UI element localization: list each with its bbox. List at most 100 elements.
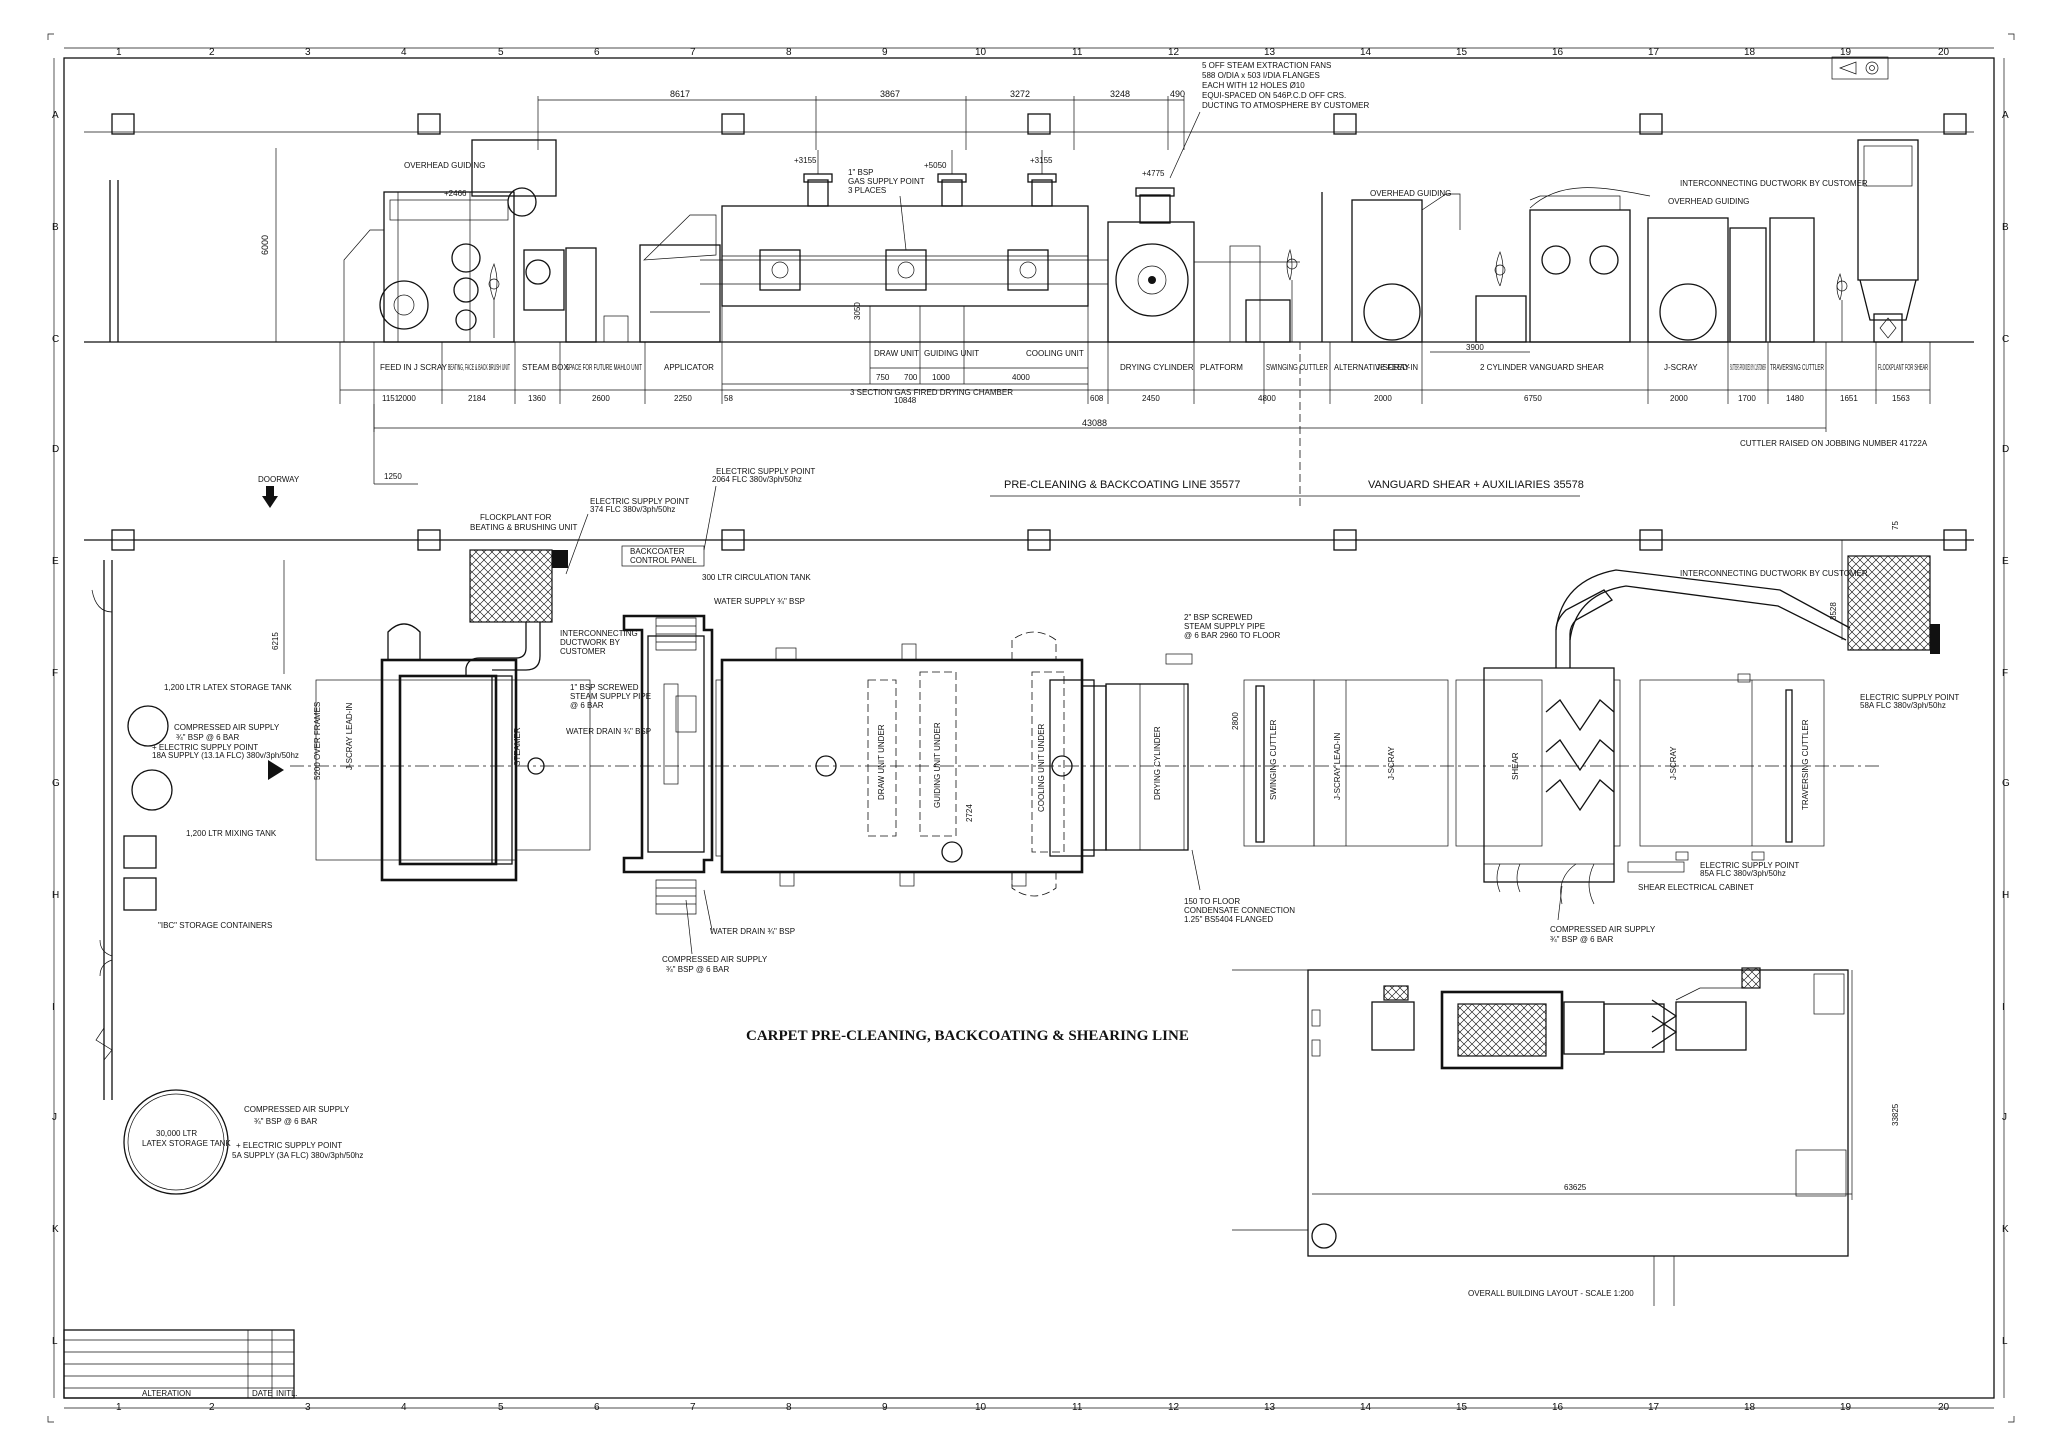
interconnecting-label: INTERCONNECTING DUCTWORK BY CUSTOMER bbox=[1680, 569, 1868, 578]
dim: 1480 bbox=[1786, 394, 1804, 403]
applicator-elevation bbox=[565, 214, 721, 343]
compressed-air-label: ¾" BSP @ 6 BAR bbox=[666, 965, 730, 974]
col-label: 7 bbox=[690, 1402, 696, 1413]
level-mark: +5050 bbox=[924, 161, 947, 170]
row-label: F bbox=[2002, 668, 2008, 679]
steam-pipe-label: 1" BSP SCREWED bbox=[570, 683, 639, 692]
level-mark: +4775 bbox=[1142, 169, 1165, 178]
interconnecting-label: CUSTOMER bbox=[560, 647, 606, 656]
row-label: F bbox=[52, 668, 58, 679]
dim-3528: 3528 bbox=[1829, 602, 1838, 620]
dim-3272: 3272 bbox=[1010, 89, 1030, 99]
dim-75: 75 bbox=[1891, 521, 1900, 530]
col-label: 9 bbox=[882, 1402, 888, 1413]
feed-direction-arrow bbox=[242, 760, 284, 780]
condensate-label: 150 TO FLOOR bbox=[1184, 897, 1240, 906]
compressed-air-label: COMPRESSED AIR SUPPLY bbox=[662, 955, 768, 964]
dim: 10848 bbox=[894, 396, 917, 405]
row-label: C bbox=[52, 334, 59, 345]
unit-label: PLATFORM bbox=[1200, 363, 1243, 372]
beating-unit-elevation: OVERHEAD GUIDING +2466 bbox=[343, 139, 565, 343]
steam-pipe-label: STEAM SUPPLY PIPE bbox=[570, 692, 651, 701]
col-label: 13 bbox=[1264, 1402, 1276, 1413]
big-latex-tank bbox=[123, 1089, 229, 1195]
dim: 2450 bbox=[1142, 394, 1160, 403]
water-drain-label: WATER DRAIN ¾" BSP bbox=[566, 727, 651, 736]
fan-note-line: 588 O/DIA x 503 I/DIA FLANGES bbox=[1202, 71, 1320, 80]
interconnecting-label: INTERCONNECTING DUCTWORK BY CUSTOMER bbox=[1680, 179, 1868, 188]
dim-overall: 43088 bbox=[1082, 418, 1107, 428]
flockplant-label: FLOCKPLANT FOR bbox=[480, 513, 552, 522]
cuttler-note: CUTTLER RAISED ON JOBBING NUMBER 41722A bbox=[1740, 439, 1928, 448]
compressed-air-label: COMPRESSED AIR SUPPLY bbox=[1550, 925, 1656, 934]
fan-note-line: EACH WITH 12 HOLES Ø10 bbox=[1202, 81, 1305, 90]
unit-label: APPLICATOR bbox=[664, 363, 714, 372]
overhead-guiding-label: OVERHEAD GUIDING bbox=[1370, 189, 1451, 198]
gas-supply-line: 3 PLACES bbox=[848, 186, 886, 195]
mixing-tank-label: 1,200 LTR MIXING TANK bbox=[186, 829, 277, 838]
col-label: 8 bbox=[786, 47, 792, 58]
unit-label: FEED IN J SCRAY bbox=[380, 363, 448, 372]
col-label: 4 bbox=[401, 47, 407, 58]
col-label: 18 bbox=[1744, 1402, 1756, 1413]
dryer-sub-label: DRAW UNIT bbox=[874, 349, 919, 358]
row-label: D bbox=[2002, 444, 2009, 455]
unit-label: SUTTERS PROVIDED BY CUSTOMER bbox=[1730, 363, 1766, 372]
unit-label: SPACE FOR FUTURE MAHLO UNIT bbox=[566, 363, 642, 372]
line-label-pre-cleaning: PRE-CLEANING & BACKCOATING LINE 35577 bbox=[1004, 479, 1240, 491]
initl-label: INITL. bbox=[276, 1389, 298, 1398]
col-label: 20 bbox=[1938, 1402, 1950, 1413]
col-label: 15 bbox=[1456, 1402, 1468, 1413]
dryer-label: 3 SECTION GAS FIRED DRYING CHAMBER bbox=[850, 388, 1013, 397]
elec-supply-label: 5A SUPPLY (3A FLC) 380v/3ph/50hz bbox=[232, 1151, 363, 1160]
plan-unit-label: J-SCRAY bbox=[1669, 746, 1678, 780]
col-label: 10 bbox=[975, 1402, 987, 1413]
row-label: A bbox=[2002, 110, 2009, 121]
col-label: 1 bbox=[116, 1402, 122, 1413]
row-label: G bbox=[2002, 778, 2010, 789]
col-label: 2 bbox=[209, 47, 215, 58]
doorway-label: DOORWAY bbox=[258, 475, 300, 484]
row-label: K bbox=[52, 1224, 59, 1235]
col-label: 15 bbox=[1456, 47, 1468, 58]
col-label: 7 bbox=[690, 47, 696, 58]
unit-label: J-SCRAY bbox=[1376, 363, 1410, 372]
level-mark: +3155 bbox=[794, 156, 817, 165]
big-tank-label: 30,000 LTR bbox=[156, 1129, 197, 1138]
level-mark: +2466 bbox=[444, 189, 467, 198]
flockplant-shear-elevation bbox=[1836, 139, 1919, 343]
compressed-air-label: ¾" BSP @ 6 BAR bbox=[176, 733, 240, 742]
compressed-air-label: COMPRESSED AIR SUPPLY bbox=[174, 723, 280, 732]
dim-3900: 3900 bbox=[1466, 343, 1484, 352]
row-label: A bbox=[52, 110, 59, 121]
unit-label: DRYING CYLINDER bbox=[1120, 363, 1194, 372]
dim-63625: 63625 bbox=[1564, 1183, 1587, 1192]
big-tank-label: LATEX STORAGE TANK bbox=[142, 1139, 231, 1148]
row-label: H bbox=[2002, 890, 2009, 901]
plan-unit-label: GUIDING UNIT UNDER bbox=[933, 722, 942, 808]
dim-490: 490 bbox=[1170, 89, 1185, 99]
plan-view: DOORWAY 6215 5200 OVER FRAMES J-SCRAY LE… bbox=[84, 467, 1974, 1195]
ibc-label: "IBC" STORAGE CONTAINERS bbox=[158, 921, 272, 930]
interconnecting-label: DUCTWORK BY bbox=[560, 638, 621, 647]
col-label: 12 bbox=[1168, 47, 1180, 58]
dim-8617: 8617 bbox=[670, 89, 690, 99]
dim: 2250 bbox=[674, 394, 692, 403]
dim-3867: 3867 bbox=[880, 89, 900, 99]
col-label: 19 bbox=[1840, 1402, 1852, 1413]
row-label: J bbox=[52, 1112, 57, 1123]
swinging-cuttler-elevation bbox=[1194, 245, 1300, 343]
dim: 2000 bbox=[398, 394, 416, 403]
elec-supply-label: 58A FLC 380v/3ph/50hz bbox=[1860, 701, 1946, 710]
elec-supply-label: 2064 FLC 380v/3ph/50hz bbox=[712, 475, 802, 484]
col-label: 3 bbox=[305, 1402, 311, 1413]
dim: 4800 bbox=[1258, 394, 1276, 403]
projection-symbol bbox=[1831, 56, 1889, 80]
level-mark: +3155 bbox=[1030, 156, 1053, 165]
col-label: 5 bbox=[498, 1402, 504, 1413]
dim: 2000 bbox=[1374, 394, 1392, 403]
compressed-air-label: ¾" BSP @ 6 BAR bbox=[254, 1117, 318, 1126]
row-label: C bbox=[2002, 334, 2009, 345]
row-label: I bbox=[52, 1002, 55, 1013]
